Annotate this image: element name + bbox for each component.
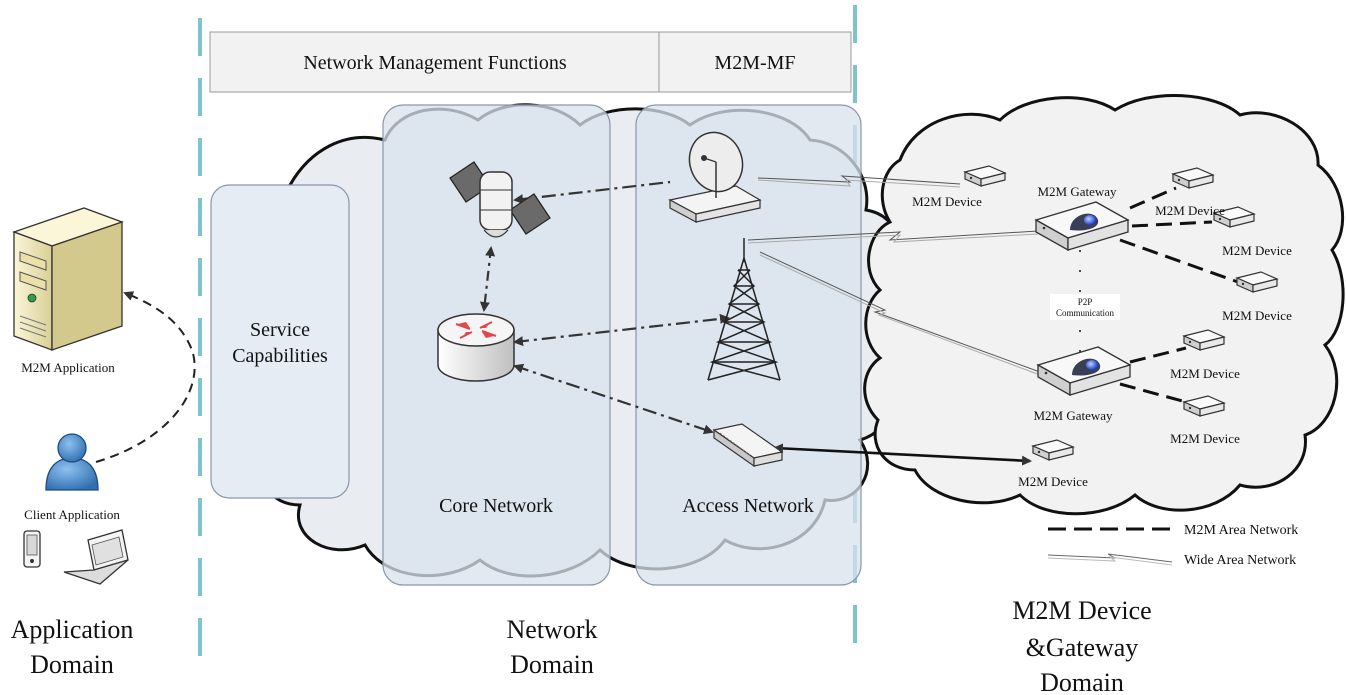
core-network-label: Core Network	[439, 495, 553, 517]
server-icon	[12, 207, 124, 351]
gateway-bottom-label: M2M Gateway	[1033, 408, 1113, 423]
device-domain-line1: M2M Device	[1012, 596, 1151, 625]
link-switch-device	[773, 443, 1032, 466]
legend: M2M Area Network Wide Area Network	[1047, 523, 1298, 568]
gateway-top-label: M2M Gateway	[1037, 184, 1117, 199]
application-domain-line1: Application	[11, 615, 134, 644]
cell-tower-icon	[707, 238, 781, 381]
wan-link-tower-gateway-b-2	[759, 254, 1041, 376]
satellite-icon	[449, 161, 551, 238]
access-network-label: Access Network	[682, 495, 814, 517]
wan-link-dish	[757, 175, 961, 185]
client-application-label: Client Application	[24, 507, 120, 522]
laptop-icon	[63, 529, 129, 585]
legend-wide-area-line-2	[1047, 556, 1173, 566]
m2m-device-label-1: M2M Device	[912, 194, 982, 209]
link-client-to-application	[95, 291, 196, 463]
legend-wide-area-label: Wide Area Network	[1184, 553, 1296, 568]
link-router-tower	[513, 313, 730, 347]
area-network-links	[1119, 186, 1239, 404]
p2p-label-box	[1050, 294, 1120, 320]
network-domain-line1: Network	[507, 615, 598, 644]
network-switch-icon	[712, 423, 784, 468]
link-satellite-router	[479, 246, 496, 312]
m2m-mf-label: M2M-MF	[714, 52, 795, 74]
device-domain-line3: Domain	[1040, 668, 1124, 695]
wan-link-dish-2	[757, 179, 961, 188]
person-icon	[45, 433, 99, 491]
m2m-device-label-6: M2M Device	[1170, 431, 1240, 446]
network-management-box	[209, 31, 660, 93]
legend-area-network-label: M2M Area Network	[1184, 523, 1298, 538]
m2m-device-label-7: M2M Device	[1018, 474, 1088, 489]
m2m-mf-box	[658, 31, 852, 93]
p2p-label-line1: P2P	[1078, 297, 1093, 307]
router-icon	[437, 313, 515, 382]
service-capabilities-panel	[210, 184, 350, 499]
legend-wide-area-line	[1047, 553, 1173, 563]
link-router-switch	[513, 363, 714, 435]
satellite-dish-icon	[668, 131, 762, 224]
wan-link-tower-gateway	[747, 230, 1039, 241]
service-capabilities-line2: Capabilities	[232, 345, 328, 367]
p2p-label-line2: Communication	[1056, 308, 1114, 318]
network-domain-line2: Domain	[510, 650, 594, 679]
m2m-application-label: M2M Application	[21, 360, 115, 375]
network-management-label: Network Management Functions	[303, 52, 566, 74]
m2m-device-label-5: M2M Device	[1170, 366, 1240, 381]
wan-link-tower-gateway-2	[747, 233, 1039, 244]
m2m-device-label-4: M2M Device	[1222, 308, 1292, 323]
mobile-phone-icon	[23, 530, 41, 568]
service-capabilities-line1: Service	[250, 319, 310, 341]
device-domain-line2: &Gateway	[1026, 633, 1139, 662]
m2m-device-label-2: M2M Device	[1155, 203, 1225, 218]
application-domain-line2: Domain	[30, 650, 114, 679]
m2m-device-label-3: M2M Device	[1222, 243, 1292, 258]
